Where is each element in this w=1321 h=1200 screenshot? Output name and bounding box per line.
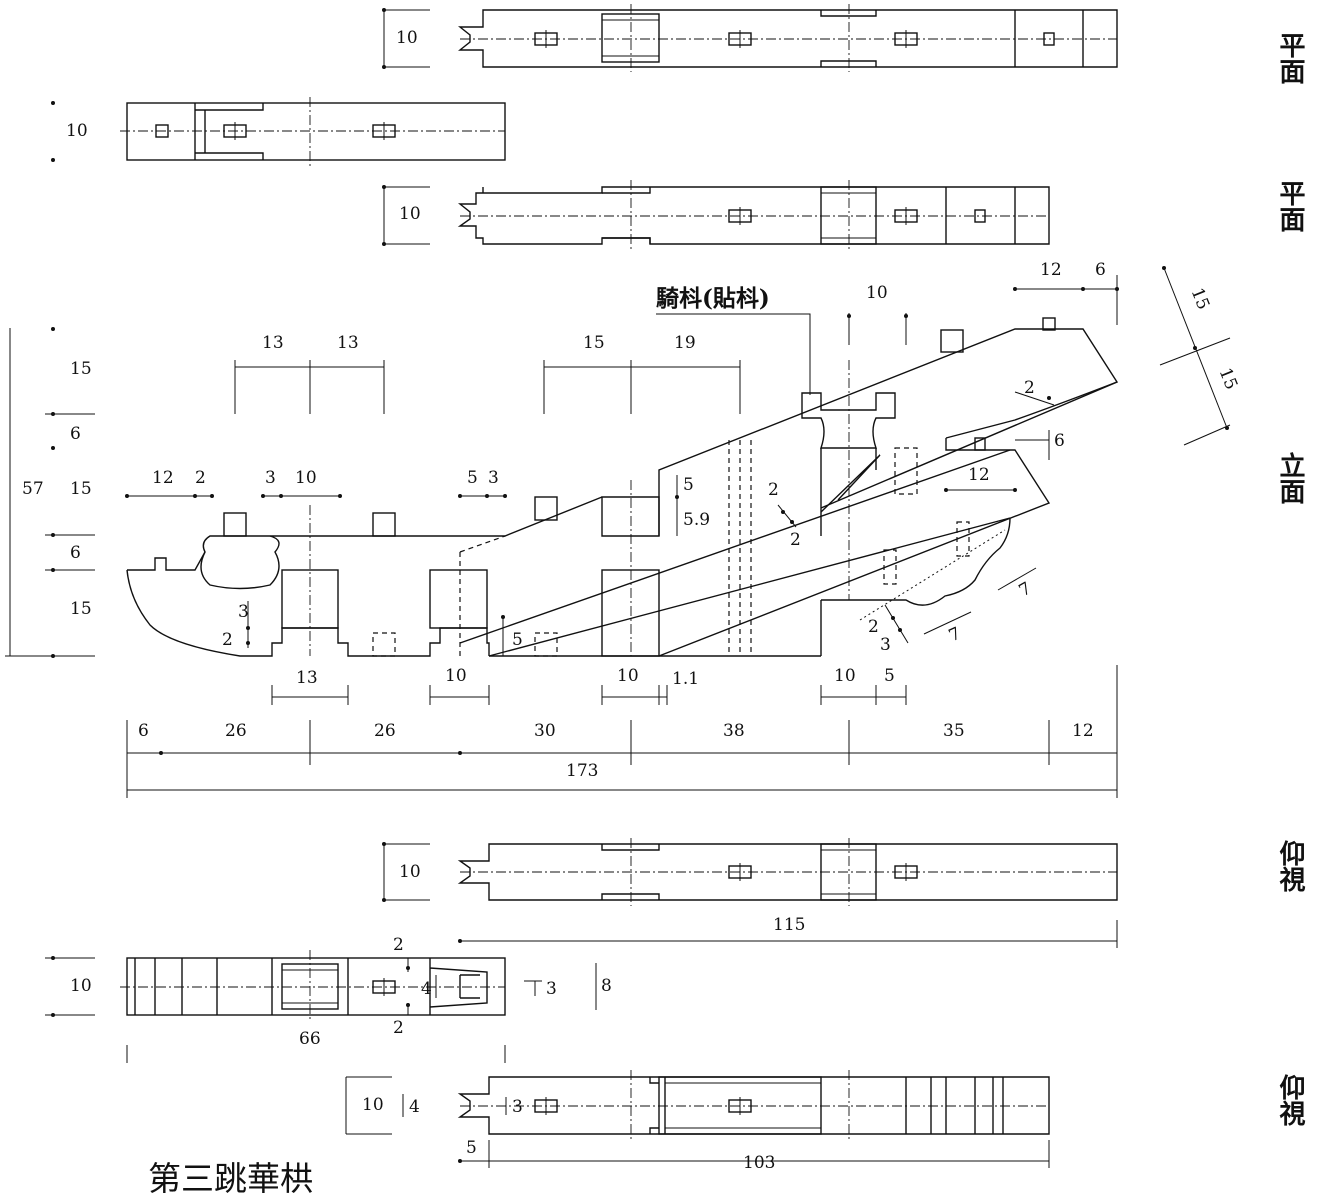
- elev-dim-13c: 13: [296, 668, 318, 688]
- span-dim-35: 35: [943, 721, 965, 741]
- elev-dim-2c: 2: [790, 530, 801, 550]
- elev-dim-10-top: 10: [866, 283, 888, 303]
- elev-vdim-6a: 6: [70, 424, 81, 444]
- elev-dim-5b: 5: [683, 475, 694, 495]
- elev-vdim-15a: 15: [70, 359, 92, 379]
- view-label-elevation: 立面: [1275, 451, 1305, 504]
- elev-dim-3b: 3: [488, 468, 499, 488]
- elev-dim-15-diag-b: 15: [1215, 365, 1242, 393]
- elev-dim-10b: 10: [445, 666, 467, 686]
- bottom-short-dim-4: 4: [421, 979, 432, 999]
- bottom-view-second: 10 4 3 5 103 仰視: [345, 1070, 1305, 1173]
- plan-view-short: 10: [51, 97, 506, 166]
- view-label-bottom-first: 仰視: [1275, 839, 1305, 892]
- bottom-second-dim-4: 4: [409, 1097, 420, 1117]
- elev-dim-6b: 6: [1054, 431, 1065, 451]
- elev-dim-1-1: 1.1: [672, 669, 699, 689]
- bottom-short-dim-2a: 2: [393, 935, 404, 955]
- span-dim-30: 30: [534, 721, 556, 741]
- span-dim-38: 38: [723, 721, 745, 741]
- bottom-second-length-103: 103: [743, 1153, 775, 1173]
- elev-dim-10c: 10: [617, 666, 639, 686]
- elev-dim-15: 15: [583, 333, 605, 353]
- bottom-short-dim-2b: 2: [393, 1018, 404, 1038]
- elev-dim-3d: 3: [880, 635, 891, 655]
- elev-dim-5-9: 5.9: [683, 510, 710, 530]
- elev-dim-12b: 12: [152, 468, 174, 488]
- elev-dim-3c: 3: [238, 602, 249, 622]
- span-dim-6: 6: [138, 721, 149, 741]
- drawing-title: 第三跳華栱: [148, 1159, 313, 1198]
- bottom-short-length-66: 66: [299, 1029, 321, 1049]
- bottom-second-width-dim: 10: [362, 1095, 384, 1115]
- elev-dim-10a: 10: [295, 468, 317, 488]
- bottom-second-dim-5: 5: [466, 1138, 477, 1158]
- elev-dim-2e: 2: [222, 630, 233, 650]
- span-dim-173: 173: [566, 761, 598, 781]
- span-dim-26a: 26: [225, 721, 247, 741]
- elev-dim-5a: 5: [467, 468, 478, 488]
- plan-view-second: 10 平面: [382, 180, 1305, 250]
- elev-dim-13a: 13: [262, 333, 284, 353]
- elev-dim-10d: 10: [834, 666, 856, 686]
- elev-dim-3a: 3: [265, 468, 276, 488]
- bottom-short-width-dim: 10: [70, 976, 92, 996]
- bottom-first-length-115: 115: [773, 915, 805, 935]
- elev-dim-19: 19: [674, 333, 696, 353]
- elev-dim-2f: 2: [868, 617, 879, 637]
- elev-dim-2b: 2: [768, 480, 779, 500]
- callout-qi-dou: 騎枓(貼枓): [656, 285, 770, 312]
- bottom-first-width-dim: 10: [399, 862, 421, 882]
- elev-dim-15-diag-a: 15: [1187, 285, 1214, 313]
- elevation-view: 12 6 10 15 15 騎枓(貼枓) 13 13 15 19 15 6 1: [5, 260, 1305, 798]
- elev-vdim-15c: 15: [70, 599, 92, 619]
- elev-dim-2a: 2: [195, 468, 206, 488]
- elev-vdim-6b: 6: [70, 543, 81, 563]
- bottom-view-short: 10 2 2 4 3 8 66: [45, 935, 612, 1063]
- elev-vdim-57: 57: [22, 479, 44, 499]
- bottom-second-dim-3: 3: [512, 1097, 523, 1117]
- elev-dim-13b: 13: [337, 333, 359, 353]
- plan-view-top: 10 平面: [382, 4, 1305, 84]
- elev-dim-5c: 5: [512, 630, 523, 650]
- span-dim-12: 12: [1072, 721, 1094, 741]
- elev-dim-5d: 5: [884, 666, 895, 686]
- elev-vdim-15b: 15: [70, 479, 92, 499]
- plan-short-width-dim: 10: [66, 121, 88, 141]
- bottom-short-dim-3: 3: [546, 979, 557, 999]
- elev-dim-6-top: 6: [1095, 260, 1106, 280]
- plan-top-width-dim: 10: [396, 28, 418, 48]
- view-label-bottom-second: 仰視: [1275, 1073, 1305, 1126]
- plan-second-width-dim: 10: [399, 204, 421, 224]
- elev-dim-7a: 7: [946, 624, 964, 647]
- bottom-view-first: 10 115 仰視: [382, 838, 1305, 948]
- elev-dim-7b: 7: [1016, 578, 1035, 601]
- view-label-plan-top: 平面: [1275, 32, 1305, 84]
- span-dim-26b: 26: [374, 721, 396, 741]
- elev-dim-12-top: 12: [1040, 260, 1062, 280]
- elev-dim-2d: 2: [1024, 378, 1035, 398]
- bottom-short-dim-8: 8: [601, 976, 612, 996]
- elev-dim-12c: 12: [968, 465, 990, 485]
- view-label-plan-second: 平面: [1275, 180, 1305, 232]
